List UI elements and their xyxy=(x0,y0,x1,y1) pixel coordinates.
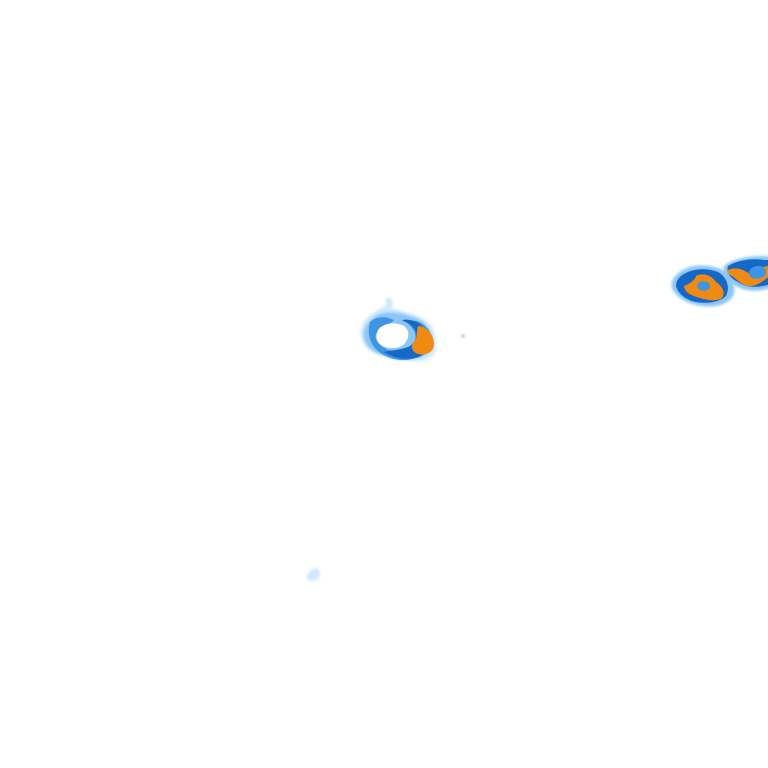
cell-band-moderate xyxy=(697,281,710,291)
precipitation-cell-southwest-speck xyxy=(307,567,320,581)
precipitation-cell-eastern-east-lobe xyxy=(723,256,768,291)
cell-band-very-light xyxy=(307,567,320,581)
precipitation-cell-central-speck xyxy=(461,334,465,338)
cell-band-light xyxy=(461,334,465,338)
cell-band-very-heavy xyxy=(411,326,434,355)
precipitation-cell-eastern-west-lobe xyxy=(671,265,735,307)
cell-band-moderate xyxy=(749,265,766,279)
precipitation-cell-central xyxy=(360,297,436,362)
cell-center-hole xyxy=(376,323,409,349)
